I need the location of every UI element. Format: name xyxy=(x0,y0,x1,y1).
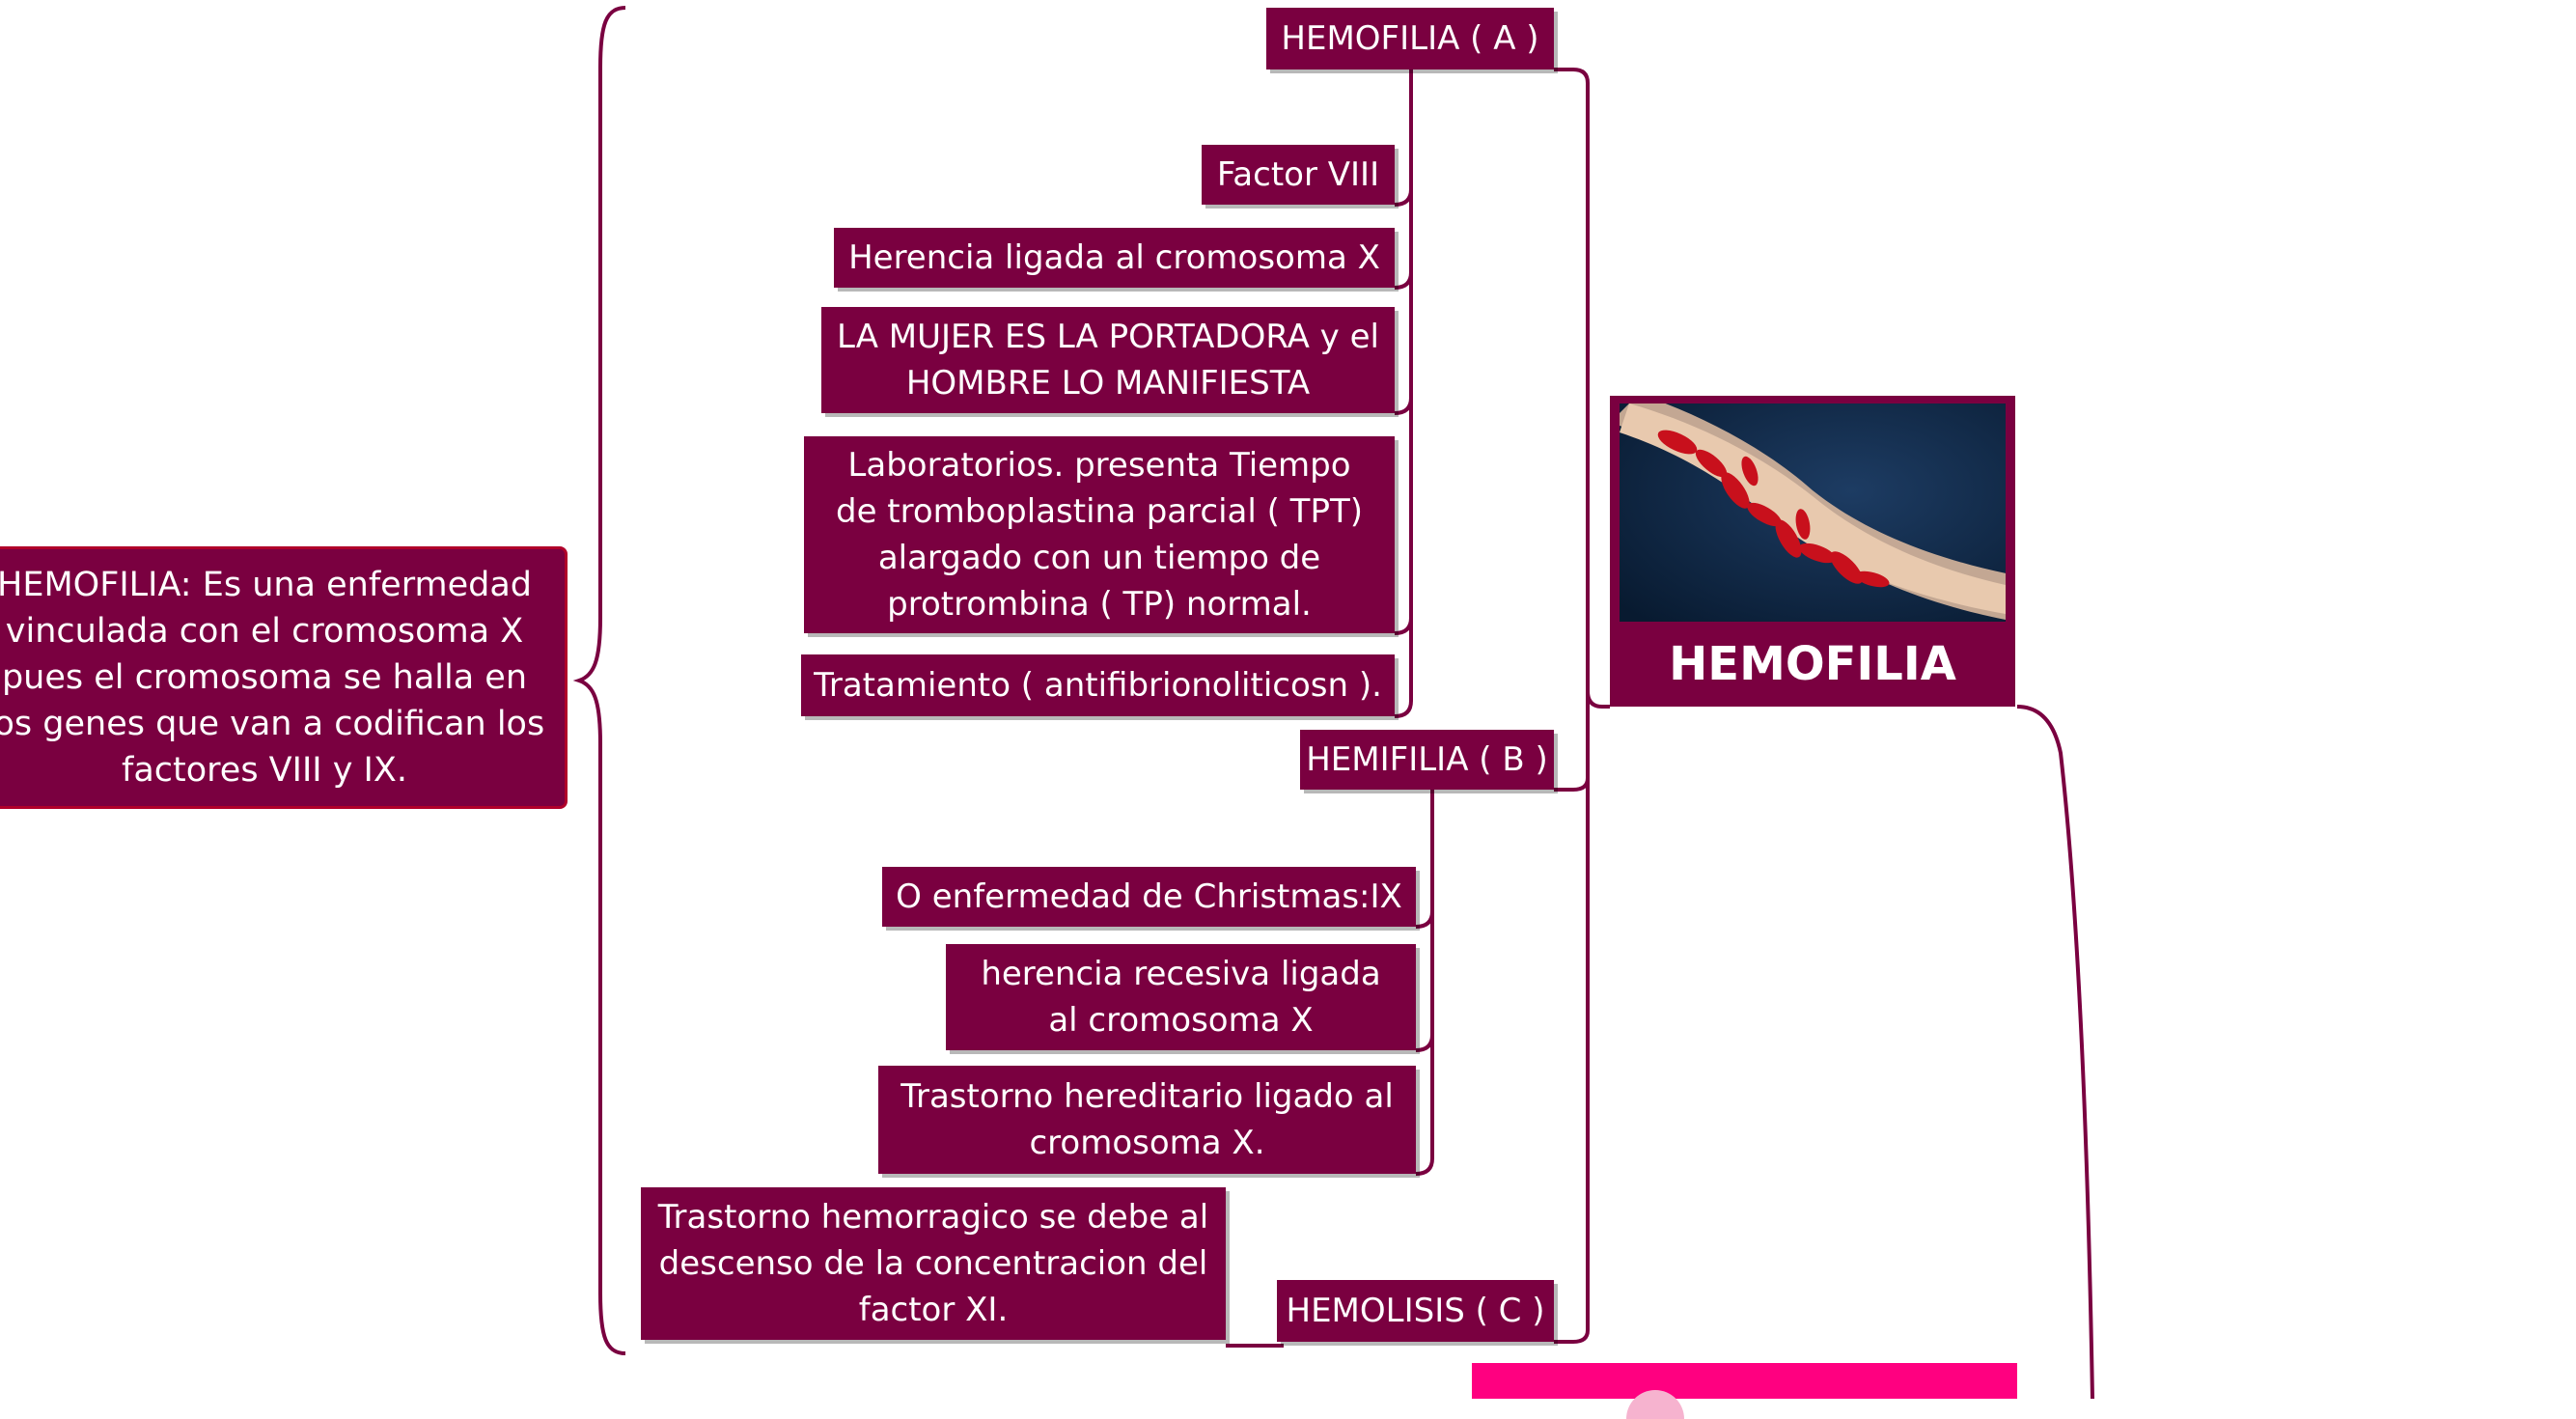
topic-tratamiento[interactable]: Tratamiento ( antifibrionoliticosn ). xyxy=(801,654,1395,716)
main-trunk xyxy=(1554,68,1610,709)
tie-b2 xyxy=(1415,1034,1434,1052)
tie-b3 xyxy=(1415,1157,1434,1176)
root-topic-text: HEMOFILIA: Es una enfermedad vinculada c… xyxy=(0,566,545,790)
root-brace xyxy=(572,6,626,1355)
tie-a4 xyxy=(1394,617,1413,635)
topic-trastorno-hemorragico[interactable]: Trastorno hemorragico se debe al descens… xyxy=(641,1187,1226,1340)
lower-topic-partial[interactable] xyxy=(1472,1363,2017,1419)
branch-hemolisis-c[interactable]: HEMOLISIS ( C ) xyxy=(1277,1280,1554,1342)
tie-b1 xyxy=(1415,910,1434,929)
topic-trastorno-hereditario[interactable]: Trastorno hereditario ligado al cromosom… xyxy=(878,1066,1416,1174)
topic-factor-viii[interactable]: Factor VIII xyxy=(1202,145,1395,205)
main-topic[interactable]: HEMOFILIA xyxy=(1610,396,2015,707)
trunk-to-b xyxy=(1554,691,1590,792)
tie-a2 xyxy=(1394,271,1413,290)
lower-topic-image-partial xyxy=(1626,1390,1684,1419)
topic-mujer-portadora[interactable]: LA MUJER ES LA PORTADORA y el HOMBRE LO … xyxy=(821,307,1395,413)
tie-a5 xyxy=(1394,676,1413,718)
main-topic-title: HEMOFILIA xyxy=(1669,637,1956,691)
topic-christmas[interactable]: O enfermedad de Christmas:IX xyxy=(882,867,1416,927)
main-to-lower xyxy=(2016,705,2094,1399)
blood-vessel-image xyxy=(1620,403,2006,622)
topic-herencia-recesiva[interactable]: herencia recesiva ligada al cromosoma X xyxy=(946,944,1416,1050)
branch-hemifilia-b[interactable]: HEMIFILIA ( B ) xyxy=(1300,730,1554,790)
topic-herencia-ligada[interactable]: Herencia ligada al cromosoma X xyxy=(834,228,1395,288)
topic-laboratorios[interactable]: Laboratorios. presenta Tiempo de trombop… xyxy=(804,436,1395,633)
trunk-to-c xyxy=(1554,778,1590,1344)
tie-a1 xyxy=(1394,188,1413,207)
root-topic[interactable]: HEMOFILIA: Es una enfermedad vinculada c… xyxy=(0,546,568,809)
branch-hemofilia-a[interactable]: HEMOFILIA ( A ) xyxy=(1266,8,1554,70)
tie-a3 xyxy=(1394,397,1413,415)
